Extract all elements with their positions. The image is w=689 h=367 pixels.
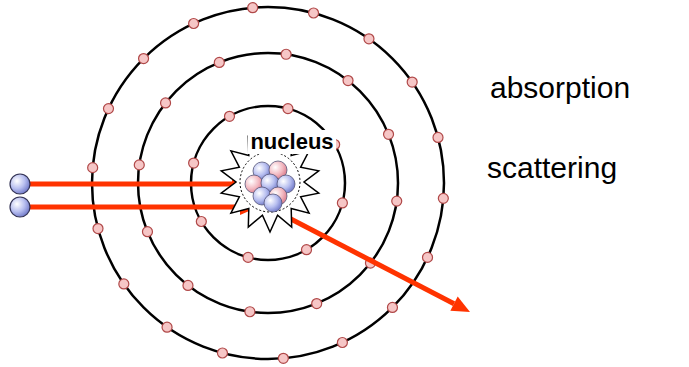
electron <box>183 280 193 290</box>
particle-path <box>28 205 240 210</box>
electron <box>433 132 443 142</box>
electron <box>196 217 206 227</box>
process-label: absorption <box>490 71 630 106</box>
electron <box>302 245 312 255</box>
electron <box>245 307 255 317</box>
electron <box>243 252 253 262</box>
electron <box>142 227 152 237</box>
electron <box>103 104 113 114</box>
electron <box>278 353 288 363</box>
electron <box>407 77 417 87</box>
nucleon <box>264 194 282 212</box>
electron <box>225 111 235 121</box>
electron <box>423 252 433 262</box>
electron <box>387 302 397 312</box>
nucleus-boundary <box>240 152 300 212</box>
electron <box>283 104 293 114</box>
electron <box>248 3 258 13</box>
electron <box>139 54 149 64</box>
electron <box>134 160 144 170</box>
electron <box>343 76 353 86</box>
electron <box>119 279 129 289</box>
electron <box>189 158 199 168</box>
electron <box>312 299 322 309</box>
electron <box>364 34 374 44</box>
electron <box>438 193 448 203</box>
electron <box>162 322 172 332</box>
process-label: scattering <box>487 151 617 186</box>
electron <box>281 49 291 59</box>
incoming-particle <box>10 197 30 217</box>
electron <box>88 163 98 173</box>
incoming-particle <box>10 174 30 194</box>
nucleus-label-box: nucleus <box>248 130 335 154</box>
electron <box>337 338 347 348</box>
incoming-particles <box>10 174 30 217</box>
electron <box>189 18 199 28</box>
electron <box>337 198 347 208</box>
particle-path <box>28 182 232 187</box>
electron <box>309 8 319 18</box>
electron <box>392 196 402 206</box>
electron <box>384 129 394 139</box>
electron <box>161 98 171 108</box>
electron <box>217 348 227 358</box>
arrowhead <box>450 297 470 312</box>
electron <box>93 224 103 234</box>
electron <box>214 57 224 67</box>
nucleus-label: nucleus <box>248 130 335 154</box>
